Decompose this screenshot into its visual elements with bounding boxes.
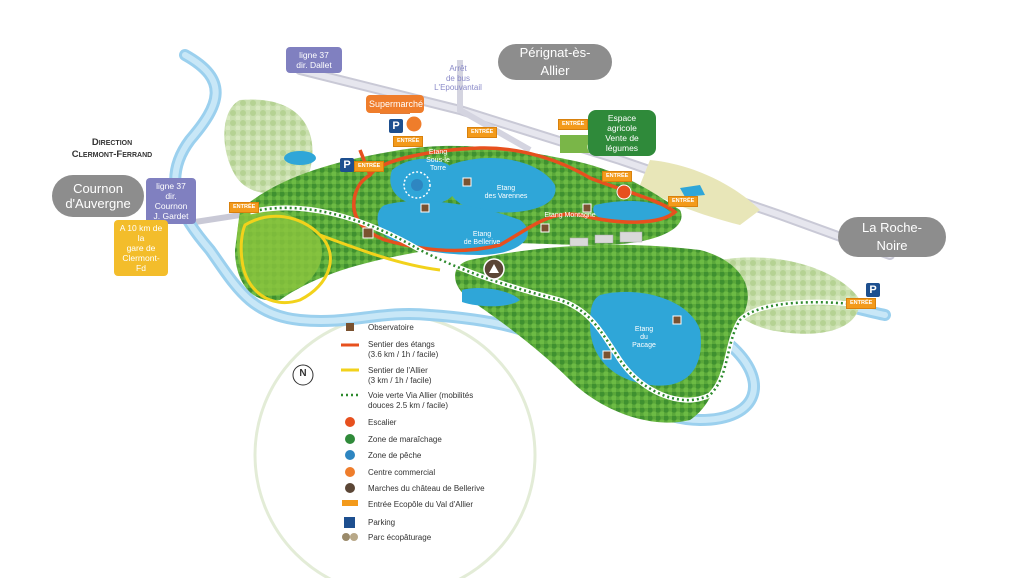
supermarche-tag: Supermarché <box>366 95 424 113</box>
lake-montagne <box>593 200 670 224</box>
bus-dallet-line: ligne 37 <box>299 50 329 60</box>
label-sous-torre: Etang Sous-le Torre <box>418 149 458 173</box>
bus-cournon-stop: J. Gardet <box>153 211 189 221</box>
legend-entree: Entrée Ecopôle du Val d'Allier <box>368 500 473 509</box>
lake-pacage <box>590 291 701 386</box>
pacage-l3: Pacage <box>632 342 656 349</box>
legend-etangs-l1: Sentier des étangs <box>368 340 435 349</box>
agricole-line1: Espace agricole <box>607 113 637 133</box>
gare-line3: Clermont-Fd <box>122 253 160 273</box>
observatoire-icons <box>362 177 682 360</box>
lake-sous-torre <box>390 158 459 205</box>
bus-stop-line2: de bus <box>445 73 471 83</box>
trail-allier <box>239 214 441 305</box>
town-perignat: Pérignat-ès-Allier <box>498 44 612 80</box>
legend-peche: Zone de pêche <box>368 451 422 460</box>
legend-maraichage: Zone de maraîchage <box>368 435 442 444</box>
legend-parking: Parking <box>368 518 396 527</box>
label-bellerive: Etang de Bellerive <box>452 231 512 247</box>
bus-cournon-line: ligne 37 <box>156 181 186 191</box>
legend-sentier-allier: Sentier de l'Allier (3 km / 1h / facile) <box>368 366 432 385</box>
legend-observatoire: Observatoire <box>368 323 414 332</box>
compass-north: N <box>299 368 307 379</box>
lake-varennes <box>446 157 556 213</box>
gare-line1: A 10 km de la <box>119 223 163 243</box>
legend-via-l1: Voie verte Via Allier (mobilités <box>368 391 474 400</box>
town-cournon-line2: d'Auvergne <box>65 196 131 211</box>
bus-tag-dallet: ligne 37 dir. Dallet <box>286 47 342 73</box>
legend-ecopaturage: Parc écopâturage <box>368 533 432 542</box>
entree-tag: ENTRÉE <box>467 127 498 138</box>
bellerive-l1: Etang <box>472 231 492 238</box>
entree-tag: ENTRÉE <box>229 202 260 213</box>
parking-icon: P <box>340 158 354 172</box>
sous-torre-l2: Sous-le <box>426 157 450 164</box>
entree-tag: ENTRÉE <box>393 136 424 147</box>
gare-line2: gare de <box>126 243 156 253</box>
legend-escalier: Escalier <box>368 418 397 427</box>
town-cournon-line1: Cournon <box>73 181 123 196</box>
sous-torre-l3: Torre <box>430 165 446 172</box>
town-la-roche-noire: La Roche-Noire <box>838 217 946 257</box>
commercial-icon <box>405 115 423 133</box>
legend-allier-l2: (3 km / 1h / facile) <box>368 375 432 385</box>
varennes-l1: Etang <box>496 185 516 192</box>
legend-sentier-etangs: Sentier des étangs (3.6 km / 1h / facile… <box>368 340 438 359</box>
legend-voie-verte: Voie verte Via Allier (mobilités douces … <box>368 391 473 410</box>
direction-line2: Clermont-Ferrand <box>71 149 153 160</box>
bus-stop-line1: Arrêt <box>449 64 467 73</box>
legend-commercial: Centre commercial <box>368 468 436 477</box>
bus-cournon-dir: dir. Cournon <box>154 191 188 211</box>
entree-tag: ENTRÉE <box>558 119 589 130</box>
direction-line1: Direction <box>91 137 133 148</box>
entree-tag: ENTRÉE <box>602 171 633 182</box>
pale-forest-east <box>717 257 860 334</box>
agricole-line2: Vente de légumes <box>605 133 639 153</box>
varennes-l2: des Varennes <box>484 193 528 200</box>
lake-bellerive <box>377 200 528 255</box>
pacage-l1: Etang <box>634 326 654 333</box>
legend-symbols <box>341 323 359 541</box>
legend-allier-l1: Sentier de l'Allier <box>368 366 428 375</box>
bus-tag-cournon: ligne 37 dir. Cournon J. Gardet <box>146 178 196 224</box>
label-pacage: Etang du Pacage <box>624 326 664 350</box>
direction-label: Direction Clermont-Ferrand <box>57 137 167 161</box>
fishing-zone-icon <box>403 171 431 199</box>
legend-marches: Marches du château de Bellerive <box>368 484 485 493</box>
bus-stop-label: Arrêt de bus L'Epouvantail <box>422 64 494 93</box>
label-montagne: Etang Montagne <box>544 212 596 219</box>
compass-circle <box>292 364 314 386</box>
town-cournon: Cournon d'Auvergne <box>52 175 144 217</box>
pale-forest-west <box>224 99 313 194</box>
legend-via-l2: douces 2.5 km / facile) <box>368 400 449 410</box>
bellerive-l2: de Bellerive <box>463 239 501 246</box>
gare-tag: A 10 km de la gare de Clermont-Fd <box>114 220 168 276</box>
entree-tag: ENTRÉE <box>668 196 699 207</box>
entree-tag: ENTRÉE <box>846 298 877 309</box>
parking-icon: P <box>389 119 403 133</box>
bus-dallet-dir: dir. Dallet <box>296 60 332 70</box>
sous-torre-l1: Etang <box>428 149 448 156</box>
bus-stop-line3: L'Epouvantail <box>434 83 482 92</box>
escalier-icon <box>616 184 632 200</box>
pacage-l2: du <box>640 334 648 341</box>
legend-etangs-l2: (3.6 km / 1h / facile) <box>368 349 439 359</box>
label-varennes: Etang des Varennes <box>476 185 536 201</box>
parking-icon: P <box>866 283 880 297</box>
entree-tag: ENTRÉE <box>354 161 385 172</box>
agricole-tag: Espace agricole Vente de légumes <box>588 110 656 156</box>
